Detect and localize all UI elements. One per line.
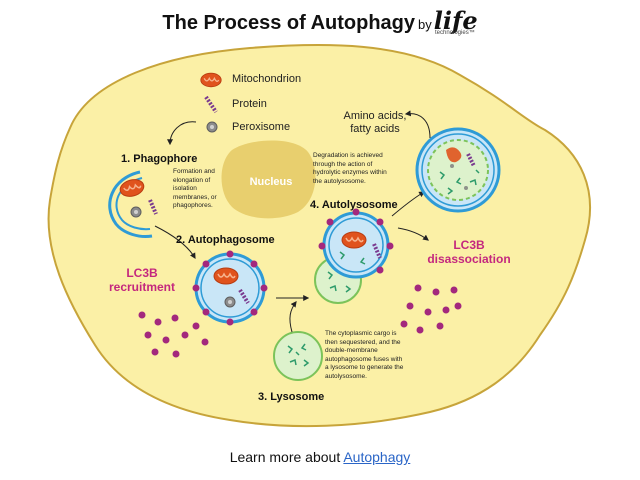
autolysosome-fusion: [318, 208, 394, 279]
lc3b-disassociation-label: LC3B disassociation: [427, 238, 511, 266]
amino-acids-label: Amino acids, fatty acids: [343, 110, 407, 135]
footer: Learn more about Autophagy: [0, 449, 640, 465]
stage-label-autophagosome: 2. Autophagosome: [176, 234, 275, 246]
arrow-autolysosome-to-degradation: [391, 191, 426, 217]
lc3b-free-dots-right: [400, 284, 462, 334]
legend-peroxisome-label: Peroxisome: [232, 121, 291, 133]
legend-protein-icon: [204, 95, 218, 114]
nucleus-label: Nucleus: [249, 176, 293, 188]
note-phagophore: Formation and elongation of isolation me…: [173, 168, 217, 209]
legend-peroxisome-icon: [206, 121, 218, 133]
arrow-lysosome-to-autolysosome: [289, 301, 297, 333]
stage-label-autolysosome: 4. Autolysosome: [310, 199, 398, 211]
stage-label-lysosome: 3. Lysosome: [258, 391, 325, 403]
degrading-autolysosome: [415, 127, 501, 213]
brand-subtitle: technologies™: [435, 30, 475, 36]
stage-label-phagophore: 1. Phagophore: [121, 153, 198, 165]
arrow-to-amino-acids: [404, 110, 431, 139]
page-title: The Process of Autophagy: [162, 12, 416, 34]
nucleus: [221, 140, 316, 219]
legend-mitochondrion-icon: [200, 72, 222, 88]
legend-mitochondrion-label: Mitochondrion: [232, 73, 302, 85]
note-degradation: Degradation is achieved through the acti…: [313, 152, 387, 185]
lysosome: [273, 331, 323, 381]
brand-by: by: [418, 17, 432, 32]
phagophore: [108, 170, 158, 238]
arrow-phagophore-to-autophagosome: [154, 225, 196, 260]
arrow-legend-to-phagophore: [167, 121, 197, 146]
autophagosome: [192, 250, 268, 326]
brand-logo: life: [433, 6, 478, 35]
autophagy-link[interactable]: Autophagy: [343, 449, 411, 465]
lc3b-free-dots-left: [138, 311, 209, 358]
arrow-to-lc3b-disassociation: [397, 227, 429, 241]
legend-protein-label: Protein: [232, 98, 267, 110]
note-cargo: The cytoplasmic cargo is then sequestere…: [325, 330, 404, 380]
footer-prefix: Learn more about: [229, 449, 344, 465]
lc3b-recruitment-label: LC3B recruitment: [108, 266, 176, 294]
